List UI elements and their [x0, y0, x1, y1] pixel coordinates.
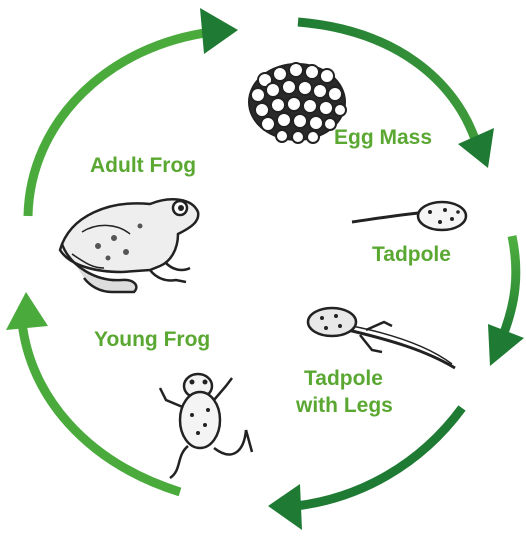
- cycle-arrow-bottom-right: [268, 408, 462, 530]
- cycle-arrow-top-left: [28, 8, 238, 216]
- tadpole-icon: [352, 202, 466, 230]
- cycle-arrow-bottom-left: [6, 292, 180, 492]
- tadpole-with-legs-icon: [308, 308, 455, 368]
- young-frog-icon: [160, 374, 252, 478]
- tadpole-label: Tadpole: [372, 243, 451, 267]
- adult-frog-label: Adult Frog: [90, 154, 196, 178]
- tadpole-with-legs-label-line2: with Legs: [296, 394, 393, 418]
- tadpole-with-legs-label-line1: Tadpole: [304, 367, 383, 391]
- young-frog-label: Young Frog: [94, 328, 210, 352]
- adult-frog-icon: [60, 199, 198, 292]
- cycle-arrow-right: [488, 236, 524, 366]
- egg-mass-label: Egg Mass: [334, 126, 432, 150]
- egg-mass-icon: [249, 63, 346, 143]
